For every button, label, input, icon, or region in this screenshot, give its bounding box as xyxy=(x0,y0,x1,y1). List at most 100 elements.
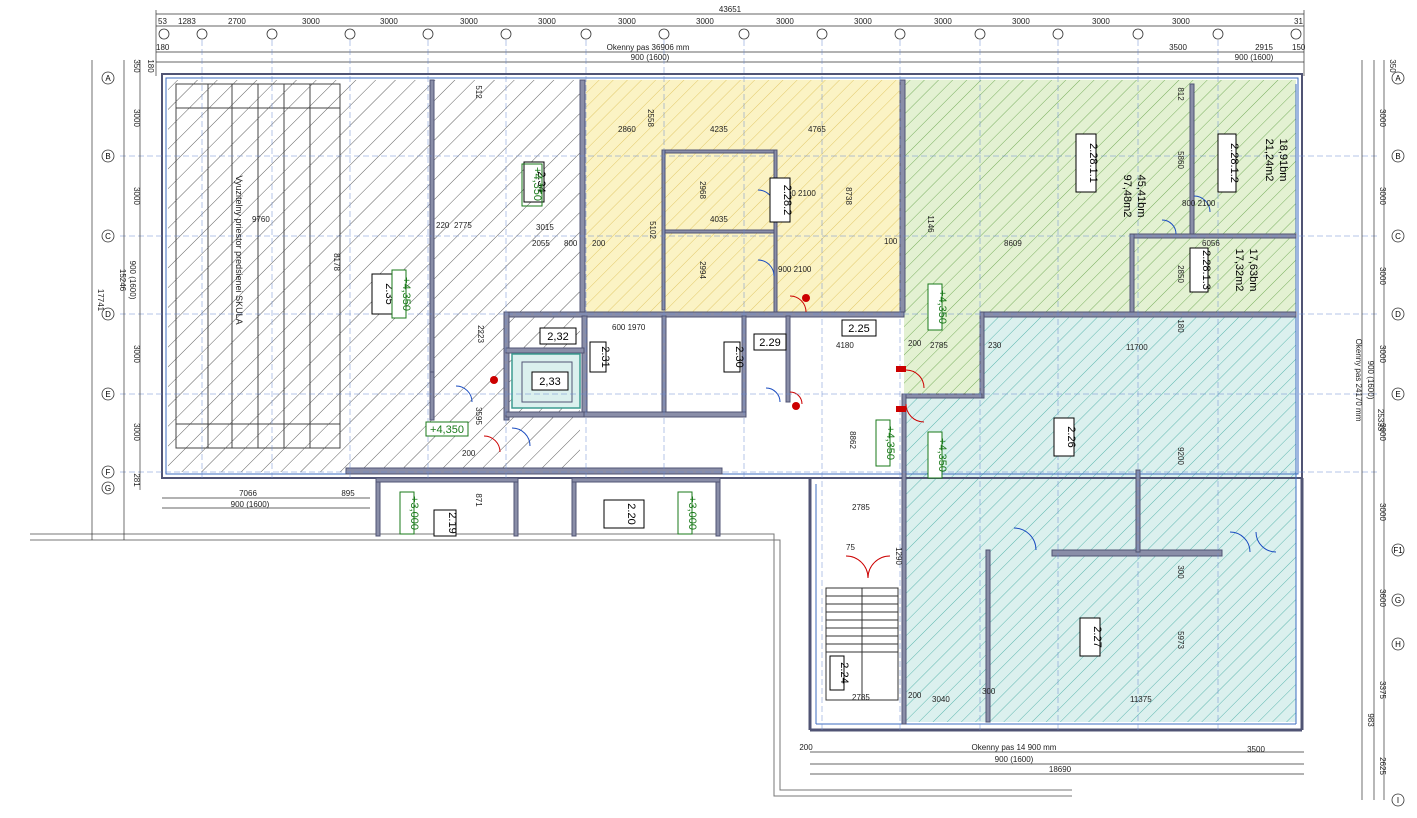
dim-left-sub: 15246 xyxy=(118,269,127,292)
area-2-28-1-3-m2: 17,32m2 xyxy=(1233,249,1245,292)
dim-11700: 11700 xyxy=(1126,343,1148,352)
dim-right-3000-e: 3000 xyxy=(1378,423,1387,441)
right-dimension-chain xyxy=(1361,60,1385,800)
room-2-28-2: 2.28.2 xyxy=(781,185,793,216)
dim-220: 220 xyxy=(436,221,450,230)
dim-4765: 4765 xyxy=(808,125,826,134)
room-2-30: 2.30 xyxy=(733,346,745,367)
dim-2850: 2850 xyxy=(1176,265,1185,283)
dim-230: 230 xyxy=(988,341,1002,350)
dim-left-3000-c: 3000 xyxy=(132,345,141,363)
dim-2994: 2994 xyxy=(698,261,707,279)
bottom-total: 18690 xyxy=(1049,765,1072,774)
level-2-34: +4,350 xyxy=(531,167,543,201)
dim-seg-15: 31 xyxy=(1294,17,1303,26)
window-band-sub-left: 900 (1600) xyxy=(631,53,670,62)
dim-2785c: 2785 xyxy=(852,693,870,702)
dim-seg-0: 53 xyxy=(158,17,167,26)
axis-left-d: D xyxy=(105,310,111,319)
dim-left-281: 281 xyxy=(132,473,141,487)
dim-seg-4: 3000 xyxy=(380,17,398,26)
dim-8738: 8738 xyxy=(844,187,853,205)
axis-right-c: C xyxy=(1395,232,1401,241)
dim-seg-2: 2700 xyxy=(228,17,246,26)
dim-871: 871 xyxy=(474,493,483,507)
dim-300b: 300 xyxy=(982,687,996,696)
axis-right-i: I xyxy=(1397,796,1399,805)
dim-3015: 3015 xyxy=(536,223,554,232)
dim-left-window: 900 (1600) xyxy=(128,261,137,300)
dim-seg-5: 3000 xyxy=(460,17,478,26)
room-2-32: 2,32 xyxy=(547,331,568,343)
dim-right-total: 25333 xyxy=(1376,409,1385,432)
dim-right-window-sub: 900 (1600) xyxy=(1366,361,1375,400)
left-bottom-7066: 7066 xyxy=(239,489,257,498)
area-2-28-1-3-bm: 17,63bm xyxy=(1247,249,1259,292)
dim-1146: 1146 xyxy=(926,215,935,233)
zone-green-corridor xyxy=(904,312,980,394)
dim-9760: 9760 xyxy=(252,215,270,224)
dim-200b: 200 xyxy=(908,339,922,348)
level-corridor-main: +4,350 xyxy=(884,426,896,460)
level-2-20: +3,000 xyxy=(686,496,698,530)
dim-right-350: 350 xyxy=(1388,59,1397,73)
room-boxes xyxy=(371,133,1237,691)
dim-2968: 2968 xyxy=(698,181,707,199)
door-label-a: 1600 2100 xyxy=(778,189,816,198)
dim-300: 300 xyxy=(1176,565,1185,579)
dim-seg-1: 1283 xyxy=(178,17,196,26)
bottom-window-sub: 900 (1600) xyxy=(995,755,1034,764)
bottom-dimension-chain xyxy=(162,497,1304,775)
dim-812: 812 xyxy=(1176,87,1185,101)
dim-9200: 9200 xyxy=(1176,447,1185,465)
dim-200a: 200 xyxy=(592,239,606,248)
dim-right-2625: 2625 xyxy=(1378,757,1387,775)
room-2-31: 2.31 xyxy=(599,346,611,367)
dim-left-180: 180 xyxy=(146,59,155,73)
room-2-33: 2,33 xyxy=(539,376,560,388)
axis-right-h: H xyxy=(1395,640,1401,649)
dim-8178: 8178 xyxy=(332,253,341,271)
dim-2055: 2055 xyxy=(532,239,550,248)
axis-right-e: E xyxy=(1395,390,1400,399)
dim-11375: 11375 xyxy=(1130,695,1152,704)
fire-doors xyxy=(483,295,925,579)
area-2-28-1-1-bm: 45,41bm xyxy=(1135,175,1147,218)
room-2-27: 2.27 xyxy=(1091,626,1103,647)
staircase xyxy=(825,587,899,701)
door-label-c: 800 2100 xyxy=(1182,199,1216,208)
dim-150-top-right: 150 xyxy=(1292,43,1306,52)
dim-left-3000-b: 3000 xyxy=(132,187,141,205)
dim-seg-11: 3000 xyxy=(934,17,952,26)
bottom-window-label: Okenny pas 14 900 mm xyxy=(972,743,1057,752)
dim-seg-14: 3000 xyxy=(1172,17,1190,26)
zone-green xyxy=(904,80,1296,312)
dim-left-total: 17741 xyxy=(96,289,105,312)
dim-seg-9: 3000 xyxy=(776,17,794,26)
axis-left-e: E xyxy=(105,390,110,399)
dim-seg-6: 3000 xyxy=(538,17,556,26)
dim-1290: 1290 xyxy=(894,547,903,565)
room-2-28-1-1: 2.28.1.1 xyxy=(1087,143,1099,183)
dim-3040: 3040 xyxy=(932,695,950,704)
void-label: Vyuzitelny priestor predsienei SKULA xyxy=(234,175,244,324)
room-2-24: 2.24 xyxy=(838,662,850,683)
axis-right-a: A xyxy=(1395,74,1401,83)
dim-right-3000-c: 3000 xyxy=(1378,267,1387,285)
dim-seg-3: 3000 xyxy=(302,17,320,26)
room-2-34: 2.34 xyxy=(535,171,547,192)
left-dimension-chain xyxy=(91,60,141,540)
left-bottom-window: 900 (1600) xyxy=(231,500,270,509)
axis-right-b: B xyxy=(1395,152,1400,161)
axis-left-c: C xyxy=(105,232,111,241)
dim-200c: 200 xyxy=(908,691,922,700)
axis-grid-lines xyxy=(120,40,1380,730)
dim-4180: 4180 xyxy=(836,341,854,350)
zone-cyan xyxy=(906,314,1296,722)
dim-right-983: 983 xyxy=(1366,713,1375,727)
dim-right-window: Okenny pas 24170 mm xyxy=(1354,339,1363,422)
dim-200d: 200 xyxy=(462,449,476,458)
axis-right-d: D xyxy=(1395,310,1401,319)
room-2-20: 2.20 xyxy=(625,503,637,524)
dim-seg-10: 3000 xyxy=(854,17,872,26)
